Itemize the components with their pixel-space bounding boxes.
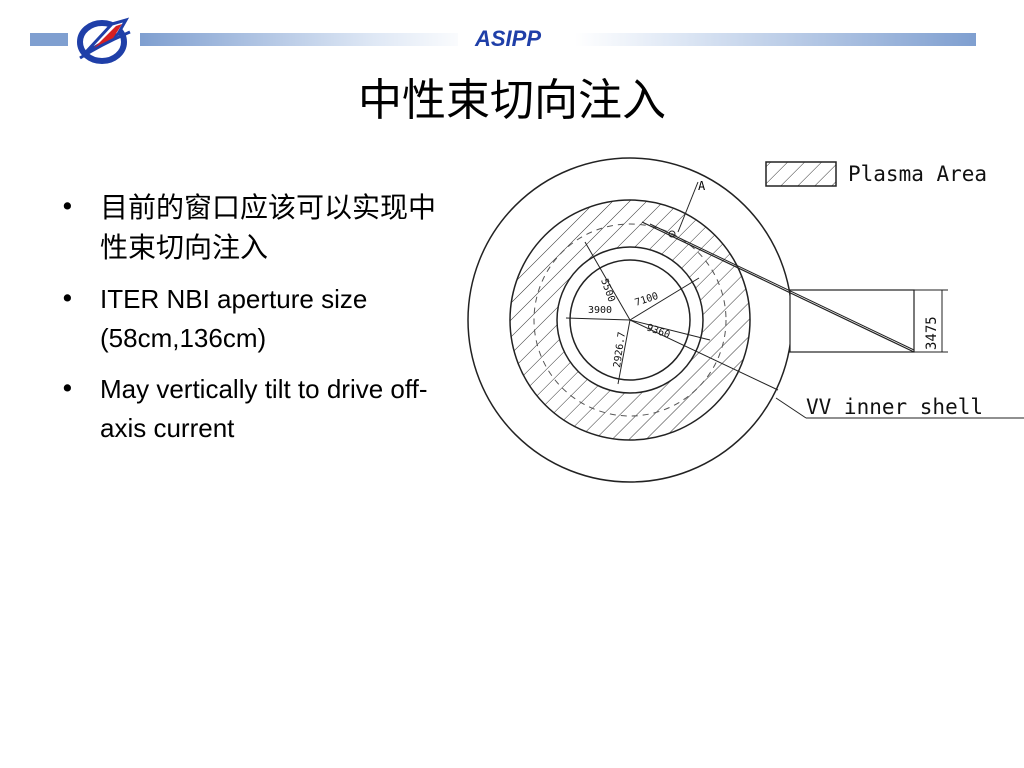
bullet-dot-icon: • — [60, 374, 75, 403]
bullet-text: May vertically tilt to drive off-axis cu… — [100, 374, 428, 443]
header-bar-right — [140, 33, 976, 46]
bullet-dot-icon: • — [60, 284, 75, 313]
shell-label: VV inner shell — [806, 395, 983, 419]
header-bar-left — [30, 33, 68, 46]
slide-title: 中性束切向注入 — [358, 75, 666, 126]
shell-callout: VV inner shell — [775, 395, 1024, 419]
legend-label: Plasma Area — [848, 162, 987, 186]
bullet-item: • ITER NBI aperture size (58cm,136cm) — [60, 280, 460, 358]
asipp-logo-icon — [77, 17, 131, 64]
dim-2926-label: 2926.7 — [612, 331, 628, 368]
plasma-center-dashed-circle — [533, 223, 727, 417]
nbi-duct — [641, 221, 948, 353]
dimension-lines — [565, 241, 779, 391]
bullet-dot-icon: • — [60, 192, 75, 221]
bullet-item: • May vertically tilt to drive off-axis … — [60, 370, 460, 448]
legend-swatch — [765, 161, 837, 187]
dim-3900-label: 3900 — [588, 305, 612, 316]
bullet-item: • 目前的窗口应该可以实现中性束切向注入 — [60, 188, 460, 268]
brand-name: ASIPP — [458, 26, 558, 52]
bullet-text: ITER NBI aperture size (58cm,136cm) — [100, 284, 368, 353]
section-marker-a: A — [668, 179, 706, 238]
tokamak-cross-section-diagram: A Plasma Area VV inner shell 5500 7100 3… — [467, 157, 1024, 483]
bullet-list: • 目前的窗口应该可以实现中性束切向注入 • ITER NBI aperture… — [60, 188, 460, 460]
central-column — [569, 259, 691, 381]
dim-3475-label: 3475 — [924, 316, 940, 350]
bullet-text: 目前的窗口应该可以实现中性束切向注入 — [100, 191, 437, 264]
slide-header: ASIPP — [0, 0, 1024, 70]
section-marker-label: A — [698, 179, 706, 193]
legend: Plasma Area — [765, 161, 987, 187]
